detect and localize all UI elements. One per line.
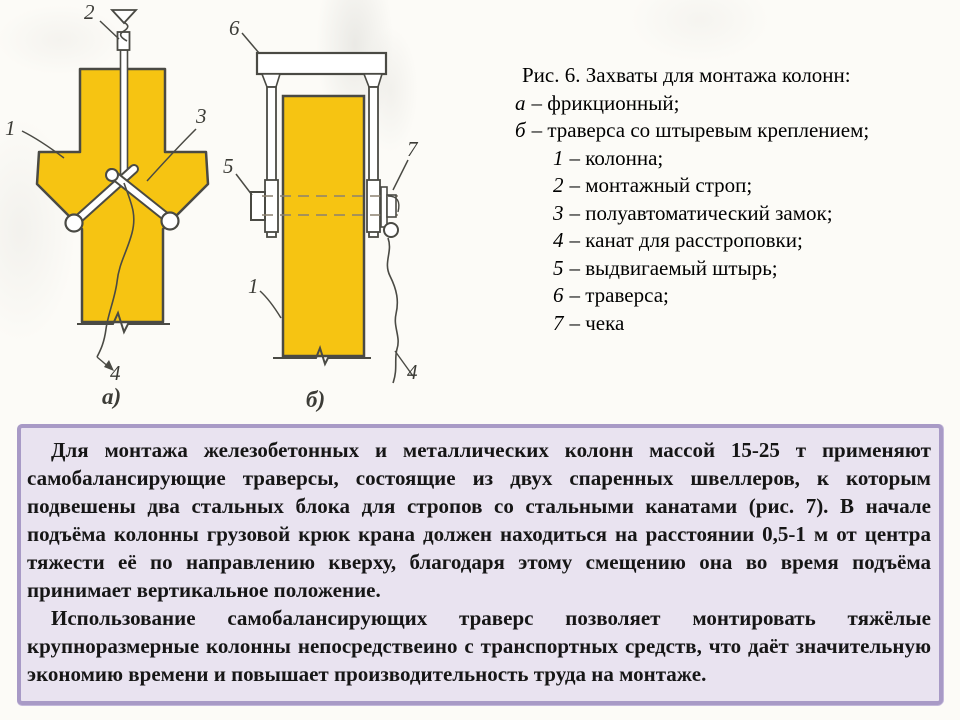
callout-1-column-b: 1 bbox=[248, 274, 259, 298]
subfigure-a-marker: а) bbox=[102, 384, 122, 409]
body-paragraph-2: Использование самобалансирующих траверс … bbox=[27, 606, 931, 686]
leader-label-1b bbox=[259, 290, 282, 319]
hanger-strip-left bbox=[266, 86, 277, 238]
callout-2-sling: 2 bbox=[84, 0, 95, 24]
caption-item: 2– монтажный строп; bbox=[553, 173, 753, 197]
caption-item: 1– колонна; bbox=[553, 145, 664, 170]
column-a-shape bbox=[35, 67, 210, 324]
cheka-wire bbox=[387, 195, 400, 213]
body-text-box: Для монтажа железобетонных и металлическ… bbox=[17, 424, 943, 705]
rope-a-arrowhead bbox=[104, 360, 114, 371]
body-paragraph-1: Для монтажа железобетонных и металлическ… bbox=[27, 438, 931, 602]
callout-6-traverse: 6 bbox=[229, 16, 240, 40]
figure-caption-title: Рис. 6. Захваты для монтажа колонн: bbox=[522, 63, 851, 87]
crane-hook-icon bbox=[109, 9, 139, 25]
release-rope-b bbox=[386, 237, 399, 384]
callout-7-cheka: 7 bbox=[407, 137, 418, 161]
diagram-b-traverse-grip bbox=[235, 32, 414, 384]
hook-squiggle bbox=[119, 21, 129, 42]
pin-plate-right bbox=[366, 179, 381, 233]
lock-bars bbox=[70, 164, 175, 227]
callout-5-pin: 5 bbox=[223, 154, 234, 178]
release-rope-a bbox=[96, 182, 135, 358]
hanger-flare-right bbox=[362, 73, 384, 88]
sling-rod bbox=[119, 49, 129, 178]
caption-item: 7– чека bbox=[553, 310, 625, 335]
diagram-a-friction-grip bbox=[21, 9, 210, 371]
lock-pin-left bbox=[64, 213, 84, 233]
column-b-shape bbox=[281, 94, 366, 358]
lock-pin-right bbox=[160, 211, 180, 231]
leader-label-5 bbox=[235, 173, 253, 196]
hanger-strip-right bbox=[368, 86, 379, 238]
rope-b-branch bbox=[394, 350, 414, 377]
callout-1-column-a: 1 bbox=[5, 116, 16, 140]
break-line-b bbox=[273, 345, 371, 367]
callout-4-rope-b: 4 bbox=[407, 360, 418, 384]
leader-label-6 bbox=[241, 32, 260, 54]
subfigure-b-marker: б) bbox=[306, 387, 326, 412]
callout-3-lock: 3 bbox=[196, 104, 207, 128]
cheka-ring bbox=[383, 222, 399, 238]
lock-pivot bbox=[105, 168, 119, 182]
figure-caption: Рис. 6. Захваты для монтажа колонн: а– ф… bbox=[496, 62, 942, 337]
leader-label-1a bbox=[21, 130, 65, 159]
caption-item: 4– канат для расстроповки; bbox=[553, 228, 803, 252]
sling-clamp bbox=[116, 31, 131, 51]
caption-item: 6– траверса; bbox=[553, 283, 669, 307]
caption-item: 5– выдвигаемый штырь; bbox=[553, 255, 778, 280]
pin-plate-left bbox=[264, 179, 279, 233]
sliding-pin bbox=[250, 191, 266, 221]
caption-item: б– траверса со штыревым креплением; bbox=[515, 118, 870, 142]
cheka-bar bbox=[380, 186, 388, 228]
traverse-beam bbox=[255, 51, 388, 76]
leader-label-7 bbox=[392, 159, 409, 191]
caption-item: а– фрикционный; bbox=[515, 90, 680, 115]
caption-item: 3– полуавтоматический замок; bbox=[553, 200, 833, 225]
leader-label-3 bbox=[146, 128, 197, 182]
callout-4-rope-a: 4 bbox=[110, 361, 121, 385]
hanger-flare-left bbox=[260, 73, 282, 88]
leader-label-2 bbox=[99, 20, 120, 40]
cheka-bracket bbox=[386, 194, 397, 218]
column-grips-diagram bbox=[21, 9, 414, 384]
